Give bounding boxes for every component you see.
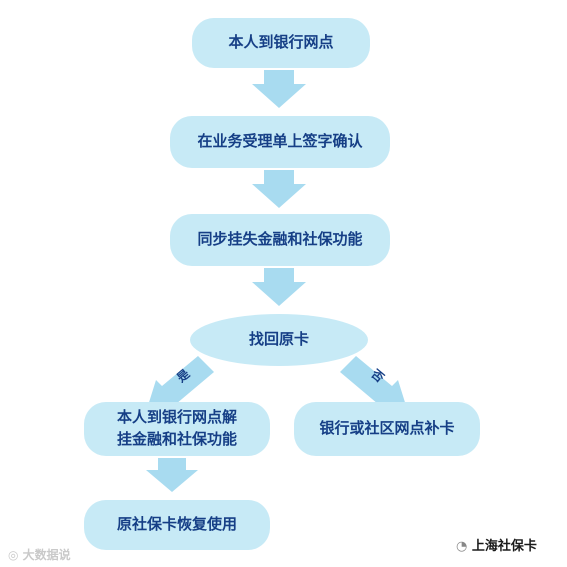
step-reissue-card-label: 银行或社区网点补卡 [319,419,455,438]
right-account: ◔ 上海社保卡 [456,535,537,554]
step-reissue-card: 银行或社区网点补卡 [294,402,480,456]
decision-find-card-label: 找回原卡 [248,330,309,349]
left-watermark: ◎ 大数据说 [8,546,71,563]
step-sign-form-label: 在业务受理单上签字确认 [197,132,363,151]
left-watermark-text: 大数据说 [22,548,71,562]
wechat-icon: ◔ [456,539,468,554]
arrow-down-4 [146,458,198,492]
decision-find-card: 找回原卡 [190,314,368,366]
step-unlock-functions: 本人到银行网点解 挂金融和社保功能 [84,402,270,456]
weibo-icon: ◎ [8,548,19,562]
step-card-restored: 原社保卡恢复使用 [84,500,270,550]
arrow-down-2 [252,170,306,208]
step-report-loss-label: 同步挂失金融和社保功能 [197,230,363,249]
arrow-yes [146,356,214,412]
step-go-to-bank: 本人到银行网点 [192,18,370,68]
arrow-down-1 [252,70,306,108]
arrow-no [340,356,408,412]
step-unlock-functions-label: 本人到银行网点解 挂金融和社保功能 [116,408,237,448]
step-report-loss: 同步挂失金融和社保功能 [170,214,390,266]
step-go-to-bank-label: 本人到银行网点 [228,33,334,52]
right-account-text: 上海社保卡 [471,539,537,554]
arrow-down-3 [252,268,306,306]
step-sign-form: 在业务受理单上签字确认 [170,116,390,168]
step-card-restored-label: 原社保卡恢复使用 [116,515,237,534]
